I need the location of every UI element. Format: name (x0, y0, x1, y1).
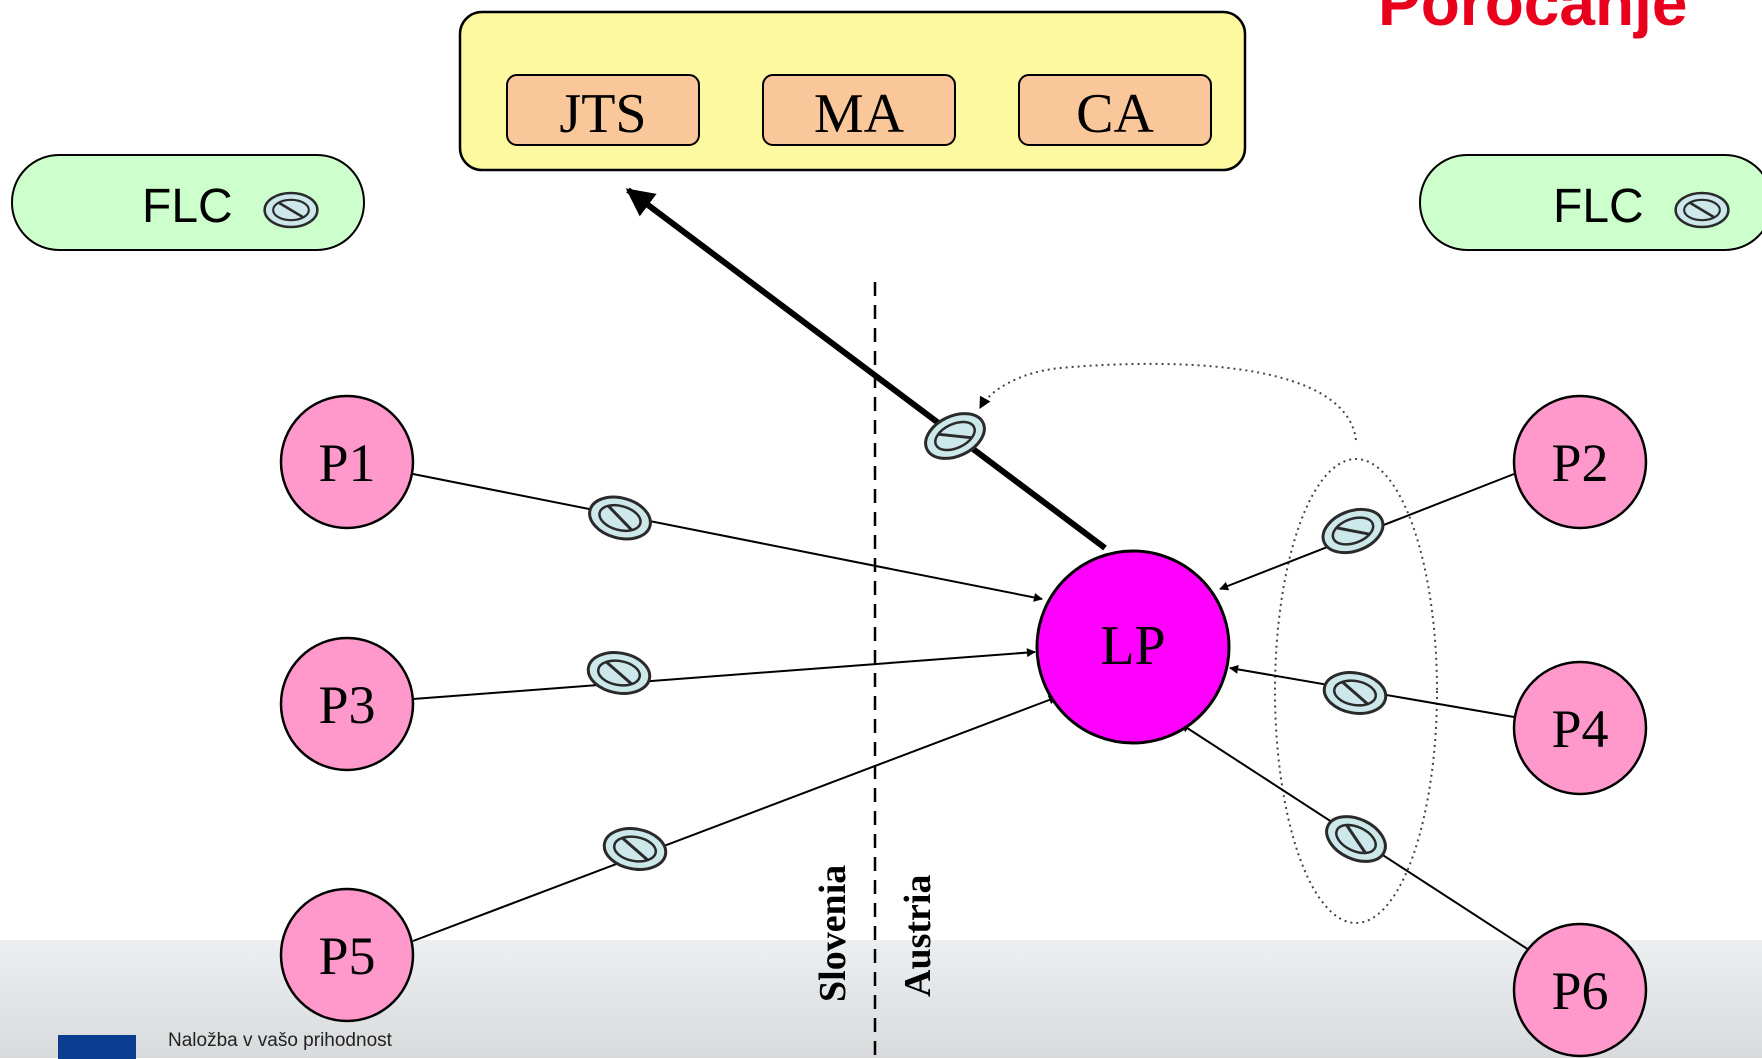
flc-left: FLC (11, 154, 365, 251)
flc-right-label: FLC (1553, 180, 1644, 233)
ca-label: CA (1076, 83, 1154, 145)
partner-node-p5: P5 (279, 887, 415, 1023)
p6-label: P6 (1551, 961, 1608, 1021)
jts-box (506, 74, 700, 146)
p5-label: P5 (318, 926, 375, 986)
flc-left-label: FLC (142, 180, 233, 233)
stop-icon (1315, 500, 1391, 562)
eu-flag-icon (58, 1035, 136, 1059)
p4-label: P4 (1551, 699, 1608, 759)
jts-label: JTS (559, 83, 646, 145)
slovenia-label: Slovenia (812, 865, 854, 1002)
footer-logo-text: Naložba v vašo prihodnost (168, 1030, 392, 1051)
austria-label: Austria (897, 875, 939, 997)
stop-icon (583, 489, 657, 547)
p3-arrow (412, 648, 1036, 700)
partner-node-p4: P4 (1512, 660, 1648, 796)
ma-box (762, 74, 956, 146)
stop-icon (1319, 666, 1391, 720)
partner-node-p6: P6 (1512, 922, 1648, 1058)
stop-icon (1317, 806, 1395, 872)
lp-to-jts-arrow (625, 187, 1107, 551)
lead-partner-node: LP (1035, 549, 1231, 745)
stop-icon (583, 646, 655, 700)
p1-label: P1 (318, 433, 375, 493)
grouping-ellipse (1274, 458, 1438, 924)
p2-label: P2 (1551, 433, 1608, 493)
lp-label: LP (1100, 615, 1165, 677)
p3-label: P3 (318, 675, 375, 735)
dotted-arrow (979, 362, 1357, 441)
p5-arrow (412, 695, 1058, 942)
ca-box (1018, 74, 1212, 146)
stop-icon (1674, 191, 1730, 229)
page-title: Poročanje (1378, 0, 1688, 39)
authorities-box: JTS MA CA (458, 10, 1247, 172)
flc-right: FLC (1419, 154, 1762, 251)
stop-icon (263, 191, 319, 229)
ma-label: MA (814, 83, 905, 145)
partner-node-p2: P2 (1512, 394, 1648, 530)
partner-node-p3: P3 (279, 636, 415, 772)
partner-node-p1: P1 (279, 394, 415, 530)
p1-arrow (412, 473, 1043, 602)
